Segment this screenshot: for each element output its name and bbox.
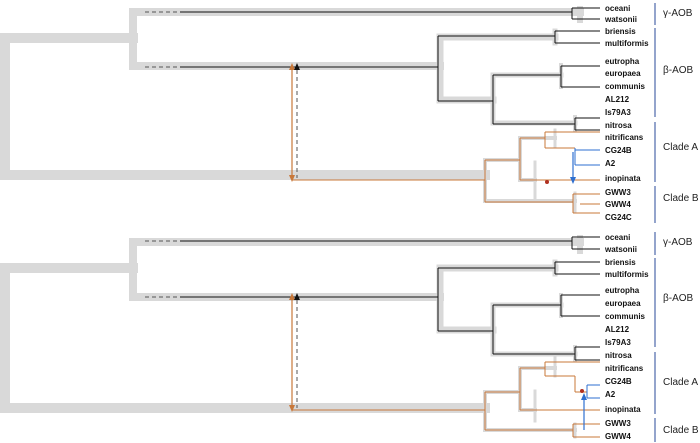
tree-panel-1: oceani watsonii briensis multiformis eut… [0, 3, 699, 223]
gene-tree-orange-1 [292, 131, 600, 214]
leaf-label: europaea [605, 69, 641, 78]
leaf-label: CG24B [605, 146, 632, 155]
gene-tree-orange-2 [292, 361, 600, 438]
clade-label-b: Clade B [663, 193, 699, 204]
leaf-label: AL212 [605, 325, 630, 334]
leaf-label: nitrosa [605, 121, 632, 130]
leaf-label: nitrificans [605, 133, 644, 142]
leaf-labels-1: oceani watsonii briensis multiformis eut… [604, 4, 649, 222]
clade-label-a: Clade A [663, 142, 698, 153]
clade-label-beta: β-AOB [663, 293, 694, 304]
gene-tree-black-1 [180, 7, 600, 131]
leaf-label: oceani [605, 4, 630, 13]
transfer-marker-1 [545, 180, 549, 184]
transfer-marker-2 [580, 389, 584, 393]
leaf-label: GWW3 [605, 188, 631, 197]
leaf-label: communis [605, 82, 646, 91]
leaf-label: nitrificans [605, 364, 644, 373]
clade-label-beta: β-AOB [663, 65, 694, 76]
clade-brackets-2: γ-AOB β-AOB Clade A Clade B [654, 232, 699, 442]
clade-label-gamma: γ-AOB [663, 8, 693, 19]
leaf-label: eutropha [605, 286, 640, 295]
leaf-label: briensis [605, 258, 636, 267]
leaf-label: inopinata [605, 174, 641, 183]
clade-label-a: Clade A [663, 377, 698, 388]
leaf-label: Is79A3 [605, 338, 631, 347]
highlight-branch-1 [574, 148, 600, 166]
leaf-label: CG24B [605, 377, 632, 386]
leaf-label: europaea [605, 299, 641, 308]
leaf-label: A2 [605, 390, 616, 399]
leaf-label: Is79A3 [605, 108, 631, 117]
leaf-label: briensis [605, 27, 636, 36]
leaf-label: GWW4 [605, 432, 631, 441]
leaf-label: oceani [605, 233, 630, 242]
leaf-label: GWW3 [605, 419, 631, 428]
tree-panel-2: oceani watsonii briensis multiformis eut… [0, 232, 699, 442]
leaf-label: multiformis [605, 270, 649, 279]
clade-label-b: Clade B [663, 425, 699, 436]
leaf-label: A2 [605, 159, 616, 168]
leaf-label: eutropha [605, 57, 640, 66]
clade-label-gamma: γ-AOB [663, 237, 693, 248]
transfer-arrows-1 [289, 63, 576, 184]
leaf-label: nitrosa [605, 351, 632, 360]
leaf-label: watsonii [604, 15, 637, 24]
gene-tree-black-2 [180, 236, 600, 361]
clade-brackets-1: γ-AOB β-AOB Clade A Clade B [654, 3, 699, 223]
transfer-arrows-2 [289, 293, 300, 412]
leaf-labels-2: oceani watsonii briensis multiformis eut… [604, 233, 649, 441]
leaf-label: multiformis [605, 39, 649, 48]
leaf-label: CG24C [605, 213, 632, 222]
leaf-label: watsonii [604, 245, 637, 254]
leaf-label: GWW4 [605, 200, 631, 209]
leaf-label: communis [605, 312, 646, 321]
leaf-label: inopinata [605, 405, 641, 414]
highlight-branch-2 [580, 384, 600, 430]
leaf-label: AL212 [605, 95, 630, 104]
